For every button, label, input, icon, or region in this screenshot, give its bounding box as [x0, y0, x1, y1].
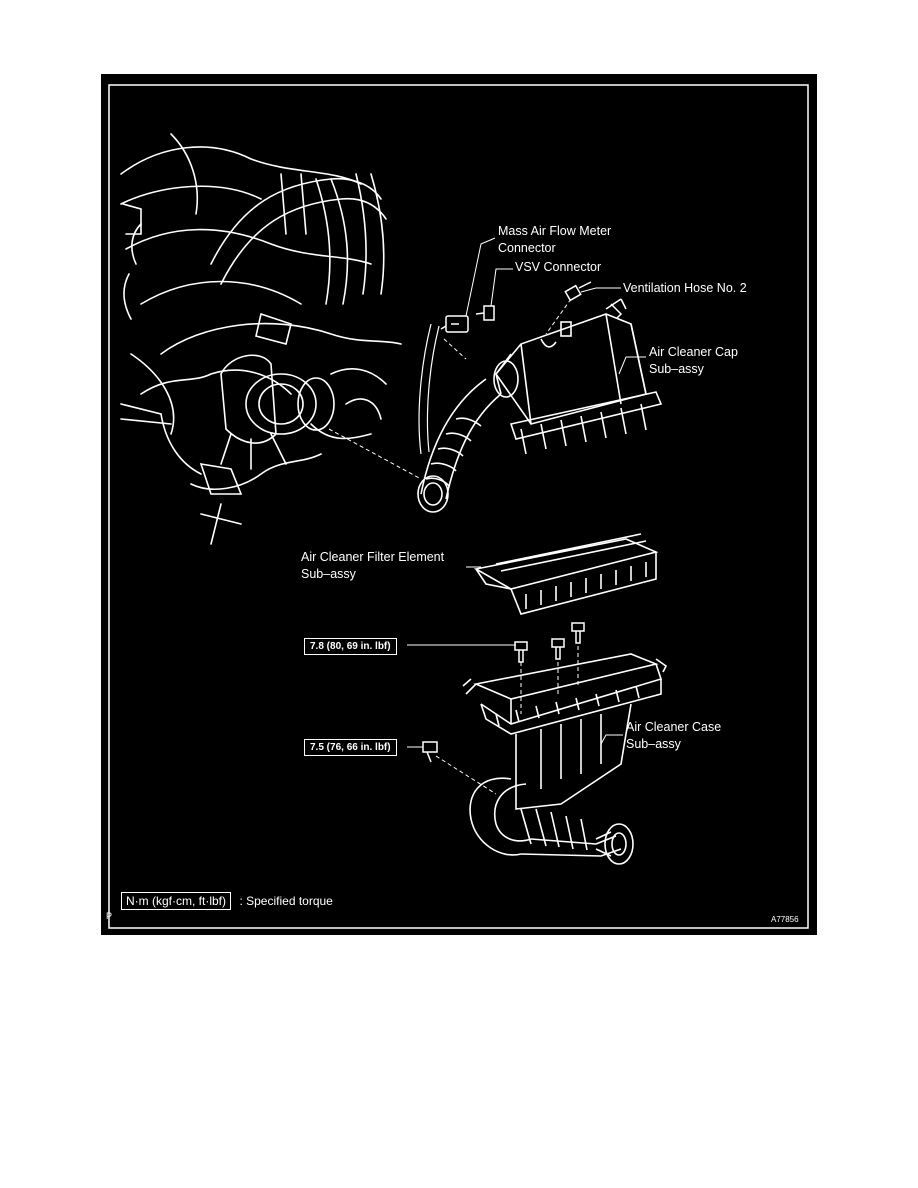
label-filter-element: Air Cleaner Filter Element Sub–assy [301, 550, 445, 581]
label-air-cleaner-cap: Air Cleaner Cap Sub–assy [649, 345, 738, 376]
inner-border [108, 84, 809, 929]
torque-case-side-bolt: 7.5 (76, 66 in. lbf) [304, 739, 397, 756]
diagram-figure: Mass Air Flow Meter Connector VSV Connec… [101, 74, 817, 935]
case-bolts-drawing [422, 622, 585, 763]
air-filter-element-drawing [473, 533, 659, 615]
torque-legend: N·m (kgf·cm, ft·lbf) : Specified torque [121, 892, 333, 910]
connectors-drawing [440, 281, 623, 333]
label-ventilation-hose: Ventilation Hose No. 2 [623, 281, 747, 295]
air-cleaner-case-drawing [462, 653, 668, 865]
leader-lines [407, 237, 646, 748]
corner-mark-left: P [106, 911, 113, 921]
label-vsv-connector: VSV Connector [515, 260, 602, 274]
legend-description: : Specified torque [239, 894, 333, 908]
figure-id: A77856 [771, 915, 799, 924]
label-mass-air-flow-meter-connector: Mass Air Flow Meter Connector [498, 224, 612, 255]
guide-lines [328, 298, 579, 795]
engine-assembly-drawing [120, 133, 402, 545]
intake-hose-upper [417, 323, 502, 513]
label-air-cleaner-case: Air Cleaner Case Sub–assy [626, 720, 722, 751]
exploded-view-drawing [108, 84, 809, 929]
air-cleaner-cap-drawing [493, 298, 663, 455]
torque-case-top-bolts: 7.8 (80, 69 in. lbf) [304, 638, 397, 655]
legend-unit-box: N·m (kgf·cm, ft·lbf) [121, 892, 231, 910]
